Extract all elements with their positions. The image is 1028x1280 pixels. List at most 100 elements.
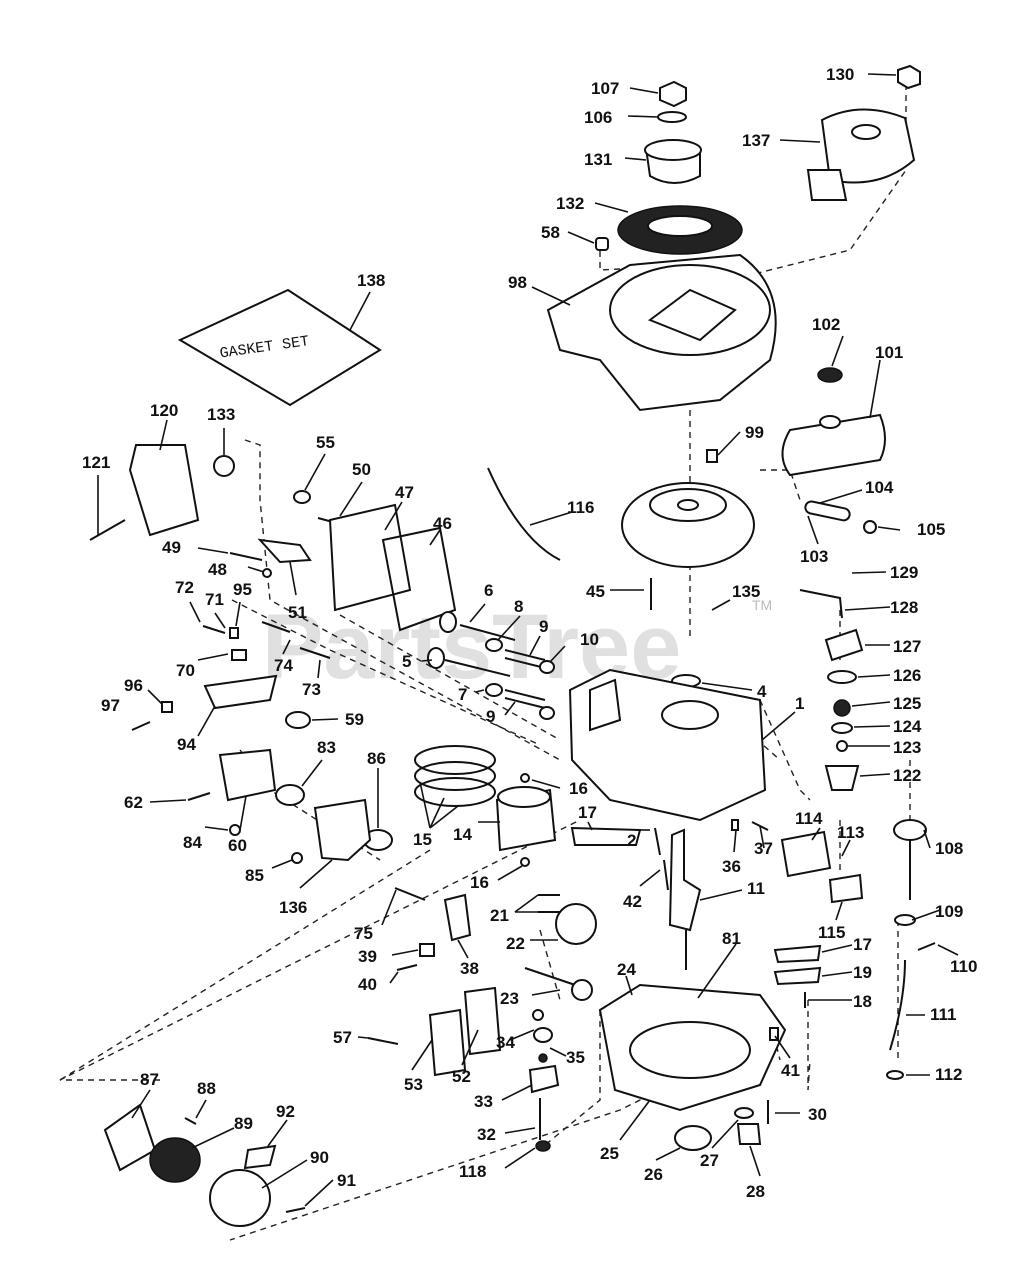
callout-126: 126 <box>893 666 921 685</box>
callout-83: 83 <box>317 738 336 757</box>
callout-2: 2 <box>627 831 636 850</box>
callout-9: 9 <box>539 617 548 636</box>
callout-110: 110 <box>950 957 977 976</box>
callout-128: 128 <box>890 598 918 617</box>
callout-58: 58 <box>541 223 560 242</box>
callout-26: 26 <box>644 1165 663 1184</box>
callout-81: 81 <box>722 929 741 948</box>
callout-129: 129 <box>890 563 918 582</box>
callout-111: 111 <box>930 1005 957 1024</box>
callout-112: 112 <box>935 1065 962 1084</box>
callout-133: 133 <box>207 405 235 424</box>
callout-24: 24 <box>617 960 636 979</box>
callout-11: 11 <box>747 879 765 898</box>
callout-23: 23 <box>500 989 519 1008</box>
callout-132: 132 <box>556 194 584 213</box>
callout-16: 16 <box>569 779 588 798</box>
callout-95: 95 <box>233 580 252 599</box>
callout-41: 41 <box>781 1061 800 1080</box>
callout-33: 33 <box>474 1092 493 1111</box>
callout-19: 19 <box>853 963 872 982</box>
callout-105: 105 <box>917 520 945 539</box>
callout-118: 118 <box>459 1162 486 1181</box>
callout-60: 60 <box>228 836 247 855</box>
callout-50: 50 <box>352 460 371 479</box>
callout-135: 135 <box>732 582 760 601</box>
callout-10: 10 <box>580 630 599 649</box>
callout-25: 25 <box>600 1144 619 1163</box>
callout-5: 5 <box>402 652 411 671</box>
callout-94: 94 <box>177 735 196 754</box>
callout-84: 84 <box>183 833 202 852</box>
callout-51: 51 <box>288 603 307 622</box>
callout-9b: 9 <box>486 707 495 726</box>
callout-17: 17 <box>578 803 597 822</box>
callout-113: 113 <box>837 823 864 842</box>
callout-107: 107 <box>591 79 619 98</box>
callout-35: 35 <box>566 1048 585 1067</box>
callout-37: 37 <box>754 839 773 858</box>
callout-90: 90 <box>310 1148 329 1167</box>
callout-72: 72 <box>175 578 194 597</box>
callout-131: 131 <box>584 150 612 169</box>
callout-91: 91 <box>337 1171 356 1190</box>
callout-39: 39 <box>358 947 377 966</box>
callout-123: 123 <box>893 738 921 757</box>
callout-53: 53 <box>404 1075 423 1094</box>
callout-28: 28 <box>746 1182 765 1201</box>
callout-4: 4 <box>757 682 767 701</box>
callout-92: 92 <box>276 1102 295 1121</box>
callout-88: 88 <box>197 1079 216 1098</box>
callout-127: 127 <box>893 637 921 656</box>
callout-116: 116 <box>567 498 594 517</box>
callout-59: 59 <box>345 710 364 729</box>
callout-97: 97 <box>101 696 120 715</box>
callout-8: 8 <box>514 597 523 616</box>
callout-120: 120 <box>150 401 178 420</box>
callout-45: 45 <box>586 582 605 601</box>
callout-137: 137 <box>742 131 770 150</box>
callout-22: 22 <box>506 934 525 953</box>
callout-30: 30 <box>808 1105 827 1124</box>
callout-87: 87 <box>140 1070 159 1089</box>
callout-115: 115 <box>818 923 845 942</box>
watermark-tm: TM <box>752 597 772 613</box>
callout-32: 32 <box>477 1125 496 1144</box>
callout-42: 42 <box>623 892 642 911</box>
part-shapes: GASKET SET <box>89 64 936 1227</box>
callout-98: 98 <box>508 273 527 292</box>
callout-99: 99 <box>745 423 764 442</box>
callout-38: 38 <box>460 959 479 978</box>
callout-101: 101 <box>875 343 903 362</box>
callout-52: 52 <box>452 1067 471 1086</box>
callout-7: 7 <box>458 685 467 704</box>
callout-55: 55 <box>316 433 335 452</box>
callout-16b: 16 <box>470 873 489 892</box>
callout-125: 125 <box>893 694 921 713</box>
callout-49: 49 <box>162 538 181 557</box>
callout-108: 108 <box>935 839 963 858</box>
callout-122: 122 <box>893 766 921 785</box>
callout-18: 18 <box>853 992 872 1011</box>
callout-46: 46 <box>433 514 452 533</box>
callout-47: 47 <box>395 483 414 502</box>
callout-130: 130 <box>826 65 854 84</box>
callout-62: 62 <box>124 793 143 812</box>
callout-70: 70 <box>176 661 195 680</box>
callout-104: 104 <box>865 478 894 497</box>
callout-138: 138 <box>357 271 385 290</box>
callout-36: 36 <box>722 857 741 876</box>
callout-15: 15 <box>413 830 432 849</box>
callout-27: 27 <box>700 1151 719 1170</box>
callout-136: 136 <box>279 898 307 917</box>
callout-21: 21 <box>490 906 509 925</box>
callout-85: 85 <box>245 866 264 885</box>
callout-71: 71 <box>205 590 224 609</box>
callout-40: 40 <box>358 975 377 994</box>
callout-48: 48 <box>208 560 227 579</box>
callout-74: 74 <box>274 656 293 675</box>
callout-106: 106 <box>584 108 612 127</box>
callout-57: 57 <box>333 1028 352 1047</box>
callout-34: 34 <box>496 1033 515 1052</box>
